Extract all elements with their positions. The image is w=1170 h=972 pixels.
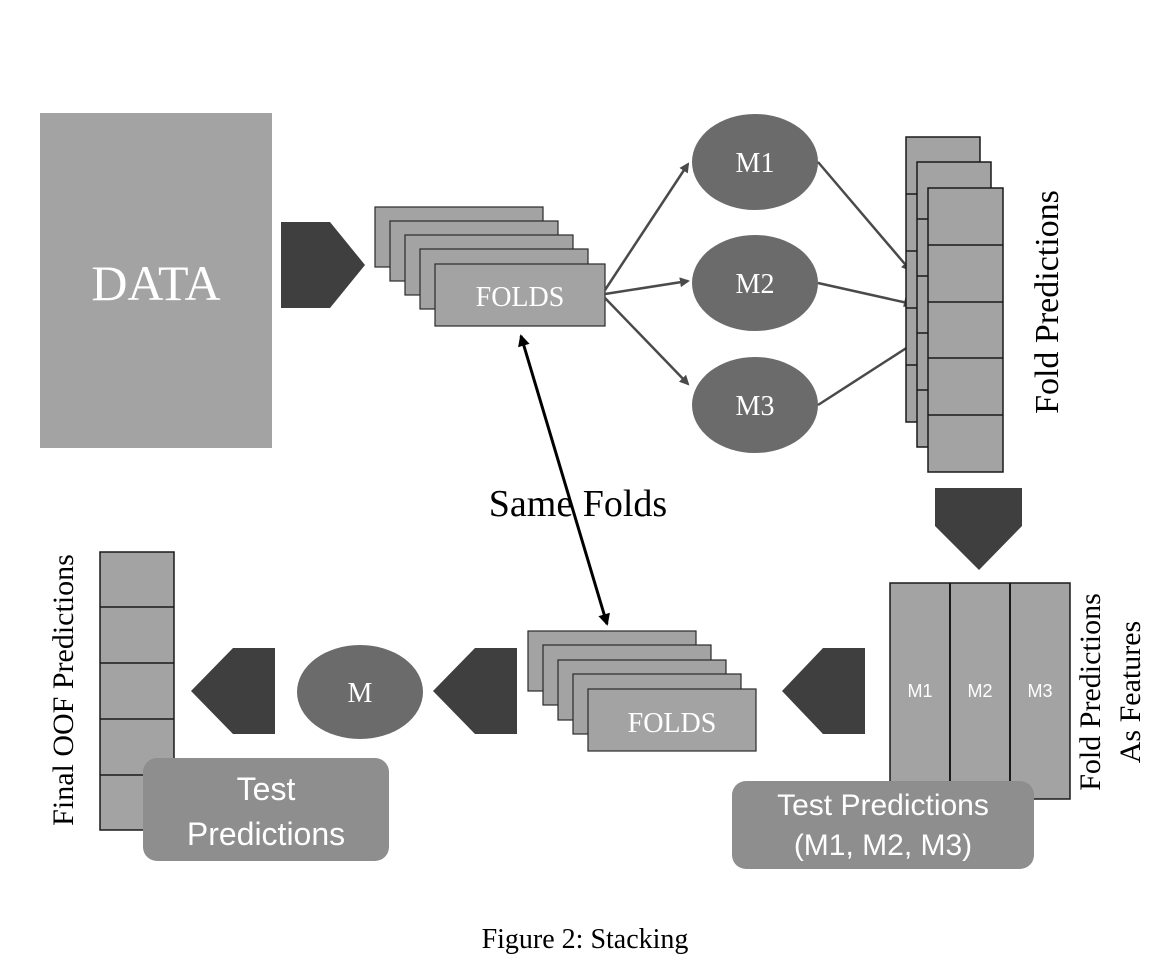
folds-to-meta-model-arrow bbox=[433, 648, 517, 734]
predictions-to-features-arrow bbox=[935, 488, 1022, 570]
model-m1-label: M1 bbox=[736, 148, 775, 179]
folds-stack-top bbox=[374, 206, 606, 327]
meta-model bbox=[297, 645, 423, 739]
feature-col-m3: M3 bbox=[1027, 681, 1052, 701]
model-m2 bbox=[692, 235, 818, 331]
feature-col-m1: M1 bbox=[907, 681, 932, 701]
test-predictions-m-line2: (M1, M2, M3) bbox=[794, 829, 972, 862]
model-m3-label: M3 bbox=[736, 391, 775, 422]
test-predictions-m-box bbox=[732, 781, 1034, 869]
fold-predictions-stack bbox=[905, 136, 1004, 473]
final-test-line2: Predictions bbox=[187, 816, 345, 852]
meta-model-label: M bbox=[348, 678, 373, 709]
fold-predictions-label: Fold Predictions bbox=[1029, 190, 1066, 414]
model-m2-label: M2 bbox=[736, 269, 775, 300]
folds-to-models-arrows bbox=[603, 162, 690, 386]
folds-stack-bottom bbox=[527, 630, 757, 752]
features-to-folds-arrow bbox=[782, 648, 865, 734]
base-models: M1 M2 M3 bbox=[692, 114, 818, 453]
meta-model-to-final-arrow bbox=[191, 648, 275, 734]
feature-col-m2: M2 bbox=[967, 681, 992, 701]
final-test-line1: Test bbox=[237, 771, 296, 807]
data-label: DATA bbox=[91, 255, 220, 311]
model-m3 bbox=[692, 357, 818, 453]
folds-bottom-label: FOLDS bbox=[628, 708, 717, 739]
features-label-line2: As Features bbox=[1114, 621, 1147, 763]
features-block: M1 M2 M3 bbox=[889, 582, 1071, 800]
same-folds-label: Same Folds bbox=[489, 483, 667, 525]
same-folds-arrow bbox=[518, 334, 610, 626]
folds-top-label: FOLDS bbox=[476, 282, 565, 313]
final-test-predictions-box bbox=[143, 758, 389, 861]
model-m1 bbox=[692, 114, 818, 210]
data-to-folds-arrow bbox=[281, 222, 365, 308]
data-block bbox=[40, 113, 272, 448]
features-label-line1: Fold Predictions bbox=[1074, 593, 1107, 791]
final-oof-label: Final OOF Predictions bbox=[47, 554, 80, 826]
figure-caption: Figure 2: Stacking bbox=[482, 924, 689, 955]
test-predictions-m-line1: Test Predictions bbox=[777, 789, 989, 822]
